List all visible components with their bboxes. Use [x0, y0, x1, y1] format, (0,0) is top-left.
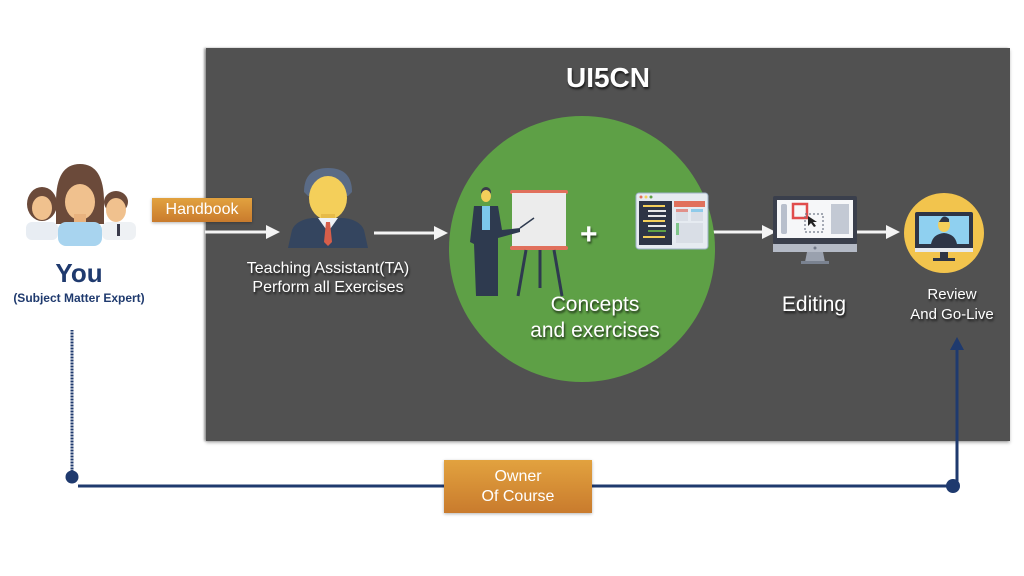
concepts-label-line2: and exercises — [530, 319, 660, 342]
connector-left-dot — [65, 470, 79, 484]
ta-label-line1: Teaching Assistant(TA) — [246, 260, 410, 277]
code-window-icon — [635, 192, 709, 250]
arrow-right-icon — [434, 226, 448, 240]
review-label-line2: And Go-Live — [910, 306, 994, 323]
review-label-line1: Review — [927, 286, 977, 303]
you-sublabel: (Subject Matter Expert) — [13, 291, 145, 305]
handbook-badge: Handbook — [152, 198, 252, 222]
editing-label: Editing — [781, 293, 847, 316]
you-label: You — [55, 258, 103, 288]
ta-label-line2: Perform all Exercises — [252, 279, 404, 296]
owner-of-course-badge: Owner Of Course — [444, 460, 592, 513]
arrow-right-icon — [886, 225, 900, 239]
plus-sign: + — [580, 218, 598, 251]
owner-label-line2: Of Course — [481, 488, 555, 505]
arrow-right-icon — [266, 225, 280, 239]
owner-label-line1: Owner — [494, 468, 542, 485]
team-people-icon — [26, 164, 136, 246]
arrow-up-icon — [950, 337, 964, 350]
review-monitor-icon — [904, 193, 984, 273]
businessman-icon — [288, 168, 368, 248]
concepts-label-line1: Concepts — [550, 293, 640, 316]
presenter-whiteboard-icon — [470, 187, 568, 297]
panel-title: UI5CN — [565, 62, 650, 93]
arrow-right-icon — [762, 225, 776, 239]
editing-monitor-icon — [773, 196, 857, 264]
